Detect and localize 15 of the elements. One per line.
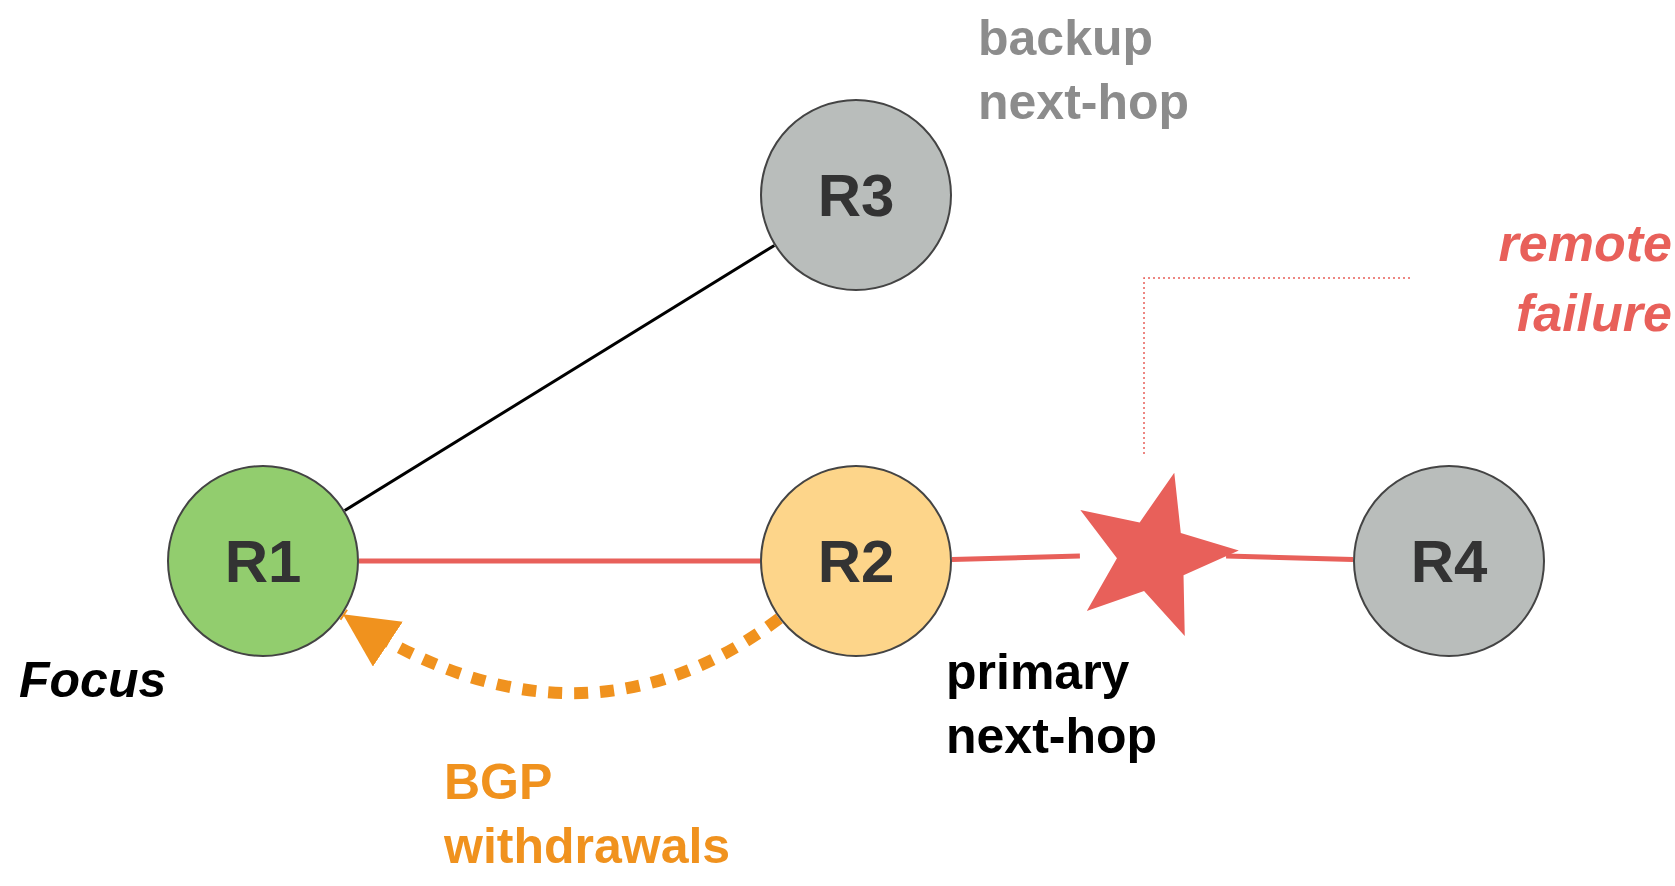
link-line xyxy=(359,558,760,564)
link-line xyxy=(951,553,1080,562)
link-line xyxy=(1226,553,1354,562)
link-line xyxy=(343,244,776,512)
edge-label: BGP withdrawals xyxy=(444,753,732,876)
node-caption: Focus xyxy=(19,651,168,710)
node-caption: backup next-hop xyxy=(978,9,1191,132)
leader-line xyxy=(1143,277,1411,457)
router-label: R1 xyxy=(224,526,302,596)
router-label: R4 xyxy=(1410,526,1488,596)
failure-note: remote failure xyxy=(1497,213,1672,344)
router-label: R2 xyxy=(817,526,895,596)
node-caption: primary next-hop xyxy=(946,643,1159,766)
arrow xyxy=(339,609,783,700)
router-label: R3 xyxy=(817,160,895,230)
